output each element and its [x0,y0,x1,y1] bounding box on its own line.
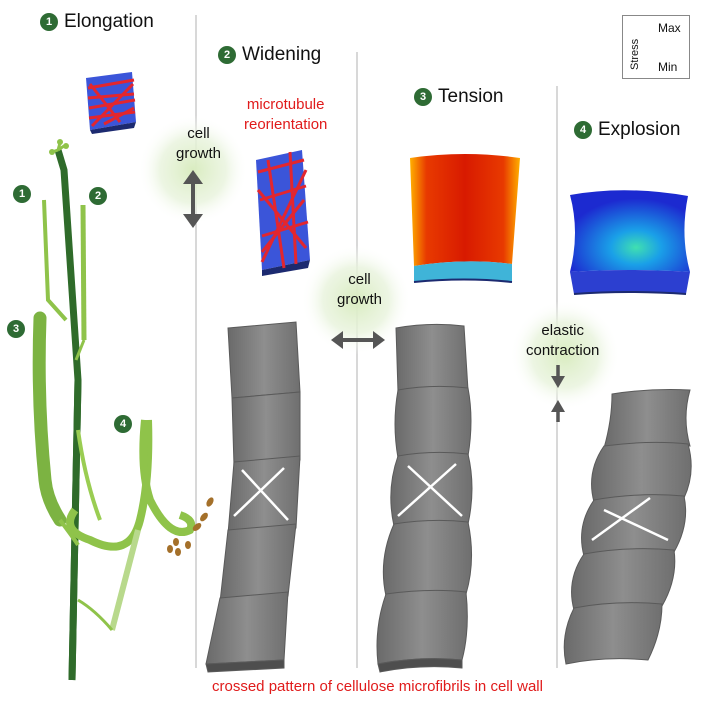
cell-growth-label-2: cell growth [337,271,383,309]
legend-title: Stress [629,38,641,70]
stage-title-text: Widening [242,44,322,65]
tension-cell-model [410,154,520,283]
inward-arrows [551,365,565,422]
stage-badge-2: 2 [218,46,236,64]
stage-title-text: Explosion [598,119,681,140]
legend-min: Min [658,60,678,74]
elongation-cell-model [86,72,136,134]
microtubule-reorientation-label: microtubule reorientation [244,96,328,134]
growth-glow-2 [301,245,411,355]
elastic-contraction-label: elastic contraction [526,322,600,360]
widening-crossed-microfibrils [233,467,289,521]
elastic-glow [510,300,620,410]
explosion-cell-model [570,190,690,295]
stage-title-explosion: 4 Explosion [574,119,680,141]
horizontal-double-arrow [331,331,385,349]
tension-cell-stack [376,323,473,673]
widening-cell-model [256,150,310,276]
vertical-double-arrow [183,170,203,228]
stage-badge-3: 3 [414,88,432,106]
explosion-crossed-microfibrils [591,496,669,542]
explosion-cell-stack [563,389,692,665]
plant-badge-3: 3 [7,320,25,338]
stress-legend: Stress Max Min [622,15,690,79]
bottom-caption: crossed pattern of cellulose microfibril… [212,678,543,695]
stage-title-elongation: 1 Elongation [40,11,154,33]
stage-badge-1: 1 [40,13,58,31]
legend-max: Max [658,21,681,35]
tension-crossed-microfibrils [397,463,463,517]
stage-title-text: Tension [438,86,504,107]
plant-badge-1: 1 [13,185,31,203]
stage-badge-4: 4 [574,121,592,139]
cell-growth-label-1: cell growth [176,125,222,163]
stage-title-text: Elongation [64,11,154,32]
stage-title-tension: 3 Tension [414,86,504,108]
plant-badge-2: 2 [89,187,107,205]
stage-title-widening: 2 Widening [218,44,321,66]
plant-illustration [32,139,214,681]
plant-badge-4: 4 [114,415,132,433]
